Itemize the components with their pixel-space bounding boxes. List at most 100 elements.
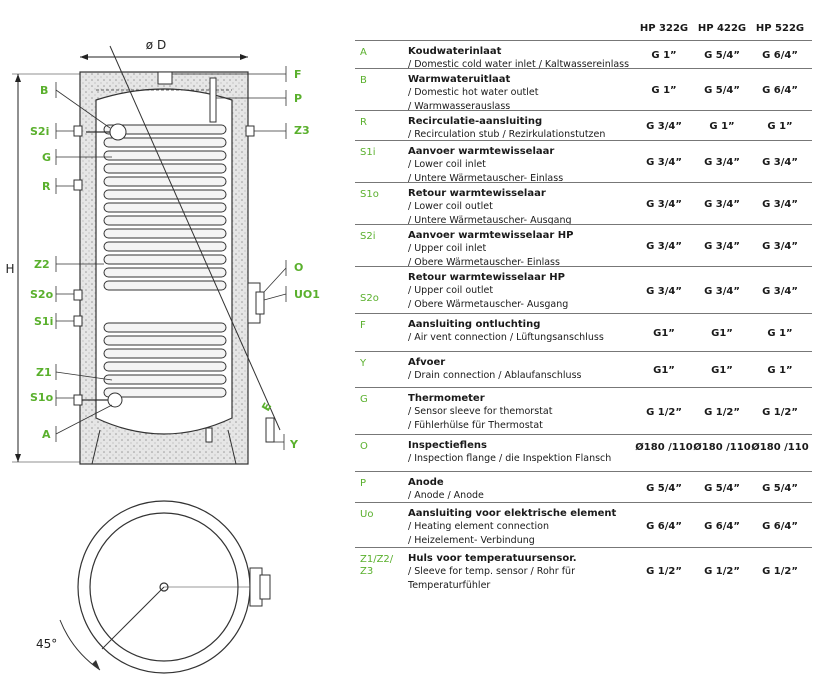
size-value: G 3/4” [704, 199, 740, 210]
connection-translation: / Domestic hot water outlet [408, 87, 539, 98]
connection-translation: Temperaturfühler [408, 580, 491, 591]
size-value: G 1” [709, 121, 735, 132]
connection-translation: / Drain connection / Ablaufanschluss [408, 370, 582, 381]
top-view [59, 500, 271, 674]
connection-code: B [360, 75, 367, 86]
connection-title: Afvoer [408, 357, 446, 368]
connection-translation: / Warmwasserauslass [408, 101, 511, 112]
connection-description: Recirculatie-aansluiting / Recirculation … [408, 115, 643, 142]
size-value: G 1/2” [646, 407, 682, 418]
connection-description: Huls voor temperatuursensor. / Sleeve for… [408, 552, 643, 593]
table-row: S1o Retour warmtewisselaar/ Lower coil ou… [355, 182, 812, 226]
connection-description: Koudwaterinlaat/ Domestic cold water inl… [408, 45, 643, 72]
table-body: A Koudwaterinlaat/ Domestic cold water in… [355, 40, 812, 592]
label-uo1: UO1 [294, 288, 320, 301]
connection-translation: / Obere Wärmetauscher- Einlass [408, 257, 560, 268]
connection-code: F [360, 320, 366, 331]
label-s2i: S2i [30, 125, 49, 138]
connection-code: Z1/Z2/ Z3 [360, 554, 394, 577]
left-connection-labels: B S2i G R Z2 S2o S1i Z1 S1o A [30, 84, 54, 441]
connection-code: Y [360, 358, 367, 369]
size-value: G 5/4” [762, 483, 798, 494]
connection-code: A [360, 47, 367, 58]
connection-code: S2o [360, 293, 379, 304]
connection-translation: / Inspection flange / die Inspektion Fla… [408, 453, 612, 464]
connection-translation: / Recirculation stub / Rezirkulationstut… [408, 129, 606, 140]
connection-code: S1o [360, 189, 379, 200]
connection-description: Aanvoer warmtewisselaar / Lower coil inle… [408, 145, 643, 186]
boiler-drawing: ø D H [5, 38, 320, 674]
size-value: G1” [653, 328, 675, 339]
connection-translation: / Heating element connection [408, 521, 550, 532]
connection-description: Thermometer/ Sensor sleeve for themorsta… [408, 392, 643, 433]
connection-code: O [360, 441, 368, 452]
label-p: P [294, 92, 302, 105]
size-value: Ø180 /110 [751, 442, 809, 453]
table-row: R Recirculatie-aansluiting / Recirculation… [355, 110, 812, 140]
connection-title: Huls voor temperatuursensor. [408, 553, 577, 564]
label-z1: Z1 [36, 366, 52, 379]
table-row: Z1/Z2/ Z3 Huls voor temperatuursensor. / S… [355, 547, 812, 592]
size-value: G 5/4” [704, 85, 740, 96]
connection-title: Aanvoer warmtewisselaar [408, 146, 555, 157]
column-header: HP 422G [697, 23, 747, 34]
table-row: A Koudwaterinlaat/ Domestic cold water in… [355, 40, 812, 70]
connection-code: P [360, 478, 367, 489]
size-value: G 1/2” [762, 566, 798, 577]
size-value: G 1” [767, 328, 793, 339]
label-g: G [42, 151, 51, 164]
size-value: G 3/4” [704, 241, 740, 252]
size-value: G 3/4” [704, 286, 740, 297]
connection-description: Inspectieflens / Inspection flange / die … [408, 439, 643, 466]
column-header: HP 522G [755, 23, 805, 34]
right-connection-labels: F P Z3 O UO1 Y [289, 68, 320, 451]
size-value: G 1/2” [704, 407, 740, 418]
connection-description: Afvoer / Drain connection / Ablaufanschlu… [408, 356, 643, 383]
label-s2o: S2o [30, 288, 54, 301]
connection-translation: / Sleeve for temp. sensor / Rohr für [408, 566, 575, 577]
size-value: G 3/4” [646, 241, 682, 252]
connection-title: Warmwateruitlaat [408, 74, 511, 85]
size-value: Ø180 /110 [635, 442, 693, 453]
size-value: G 3/4” [646, 199, 682, 210]
connection-description: Retour warmtewisselaar/ Lower coil outle… [408, 187, 643, 228]
size-value: G 1” [767, 365, 793, 376]
size-value: G 3/4” [762, 199, 798, 210]
size-value: Ø180 /110 [693, 442, 751, 453]
table-row: Y Afvoer / Drain connection / Ablaufanschl… [355, 351, 812, 387]
size-value: G 1” [651, 85, 677, 96]
connection-translation: / Anode / Anode [408, 490, 484, 501]
connection-translation: / Heizelement- Verbindung [408, 535, 535, 546]
label-s1i: S1i [34, 315, 53, 328]
connection-title: Aansluiting voor elektrische element [408, 508, 617, 519]
connection-description: Aanvoer warmtewisselaar HP/ Upper coil i… [408, 229, 643, 270]
connection-translation: / Untere Wärmetauscher- Einlass [408, 173, 564, 184]
connection-code: R [360, 117, 367, 128]
connection-title: Inspectieflens [408, 440, 487, 451]
label-r: R [42, 180, 51, 193]
size-value: G 1/2” [646, 566, 682, 577]
size-value: G 6/4” [646, 521, 682, 532]
height-label: H [5, 262, 14, 276]
connection-title: Aansluiting ontluchting [408, 319, 541, 330]
connection-title: Anode [408, 477, 444, 488]
connection-translation: / Fühlerhülse für Thermostat [408, 420, 543, 431]
angle-label: 45° [36, 637, 57, 651]
label-b: B [40, 84, 48, 97]
connection-title: Recirculatie-aansluiting [408, 116, 543, 127]
lower-coil [103, 322, 227, 398]
size-value: G1” [653, 365, 675, 376]
connection-title: Aanvoer warmtewisselaar HP [408, 230, 574, 241]
size-value: G 1/2” [762, 407, 798, 418]
connection-translation: / Lower coil inlet [408, 159, 486, 170]
table-row: O Inspectieflens / Inspection flange / die… [355, 434, 812, 471]
label-z3: Z3 [294, 124, 310, 137]
size-value: G 3/4” [762, 286, 798, 297]
connection-title: Retour warmtewisselaar HP [408, 272, 565, 283]
